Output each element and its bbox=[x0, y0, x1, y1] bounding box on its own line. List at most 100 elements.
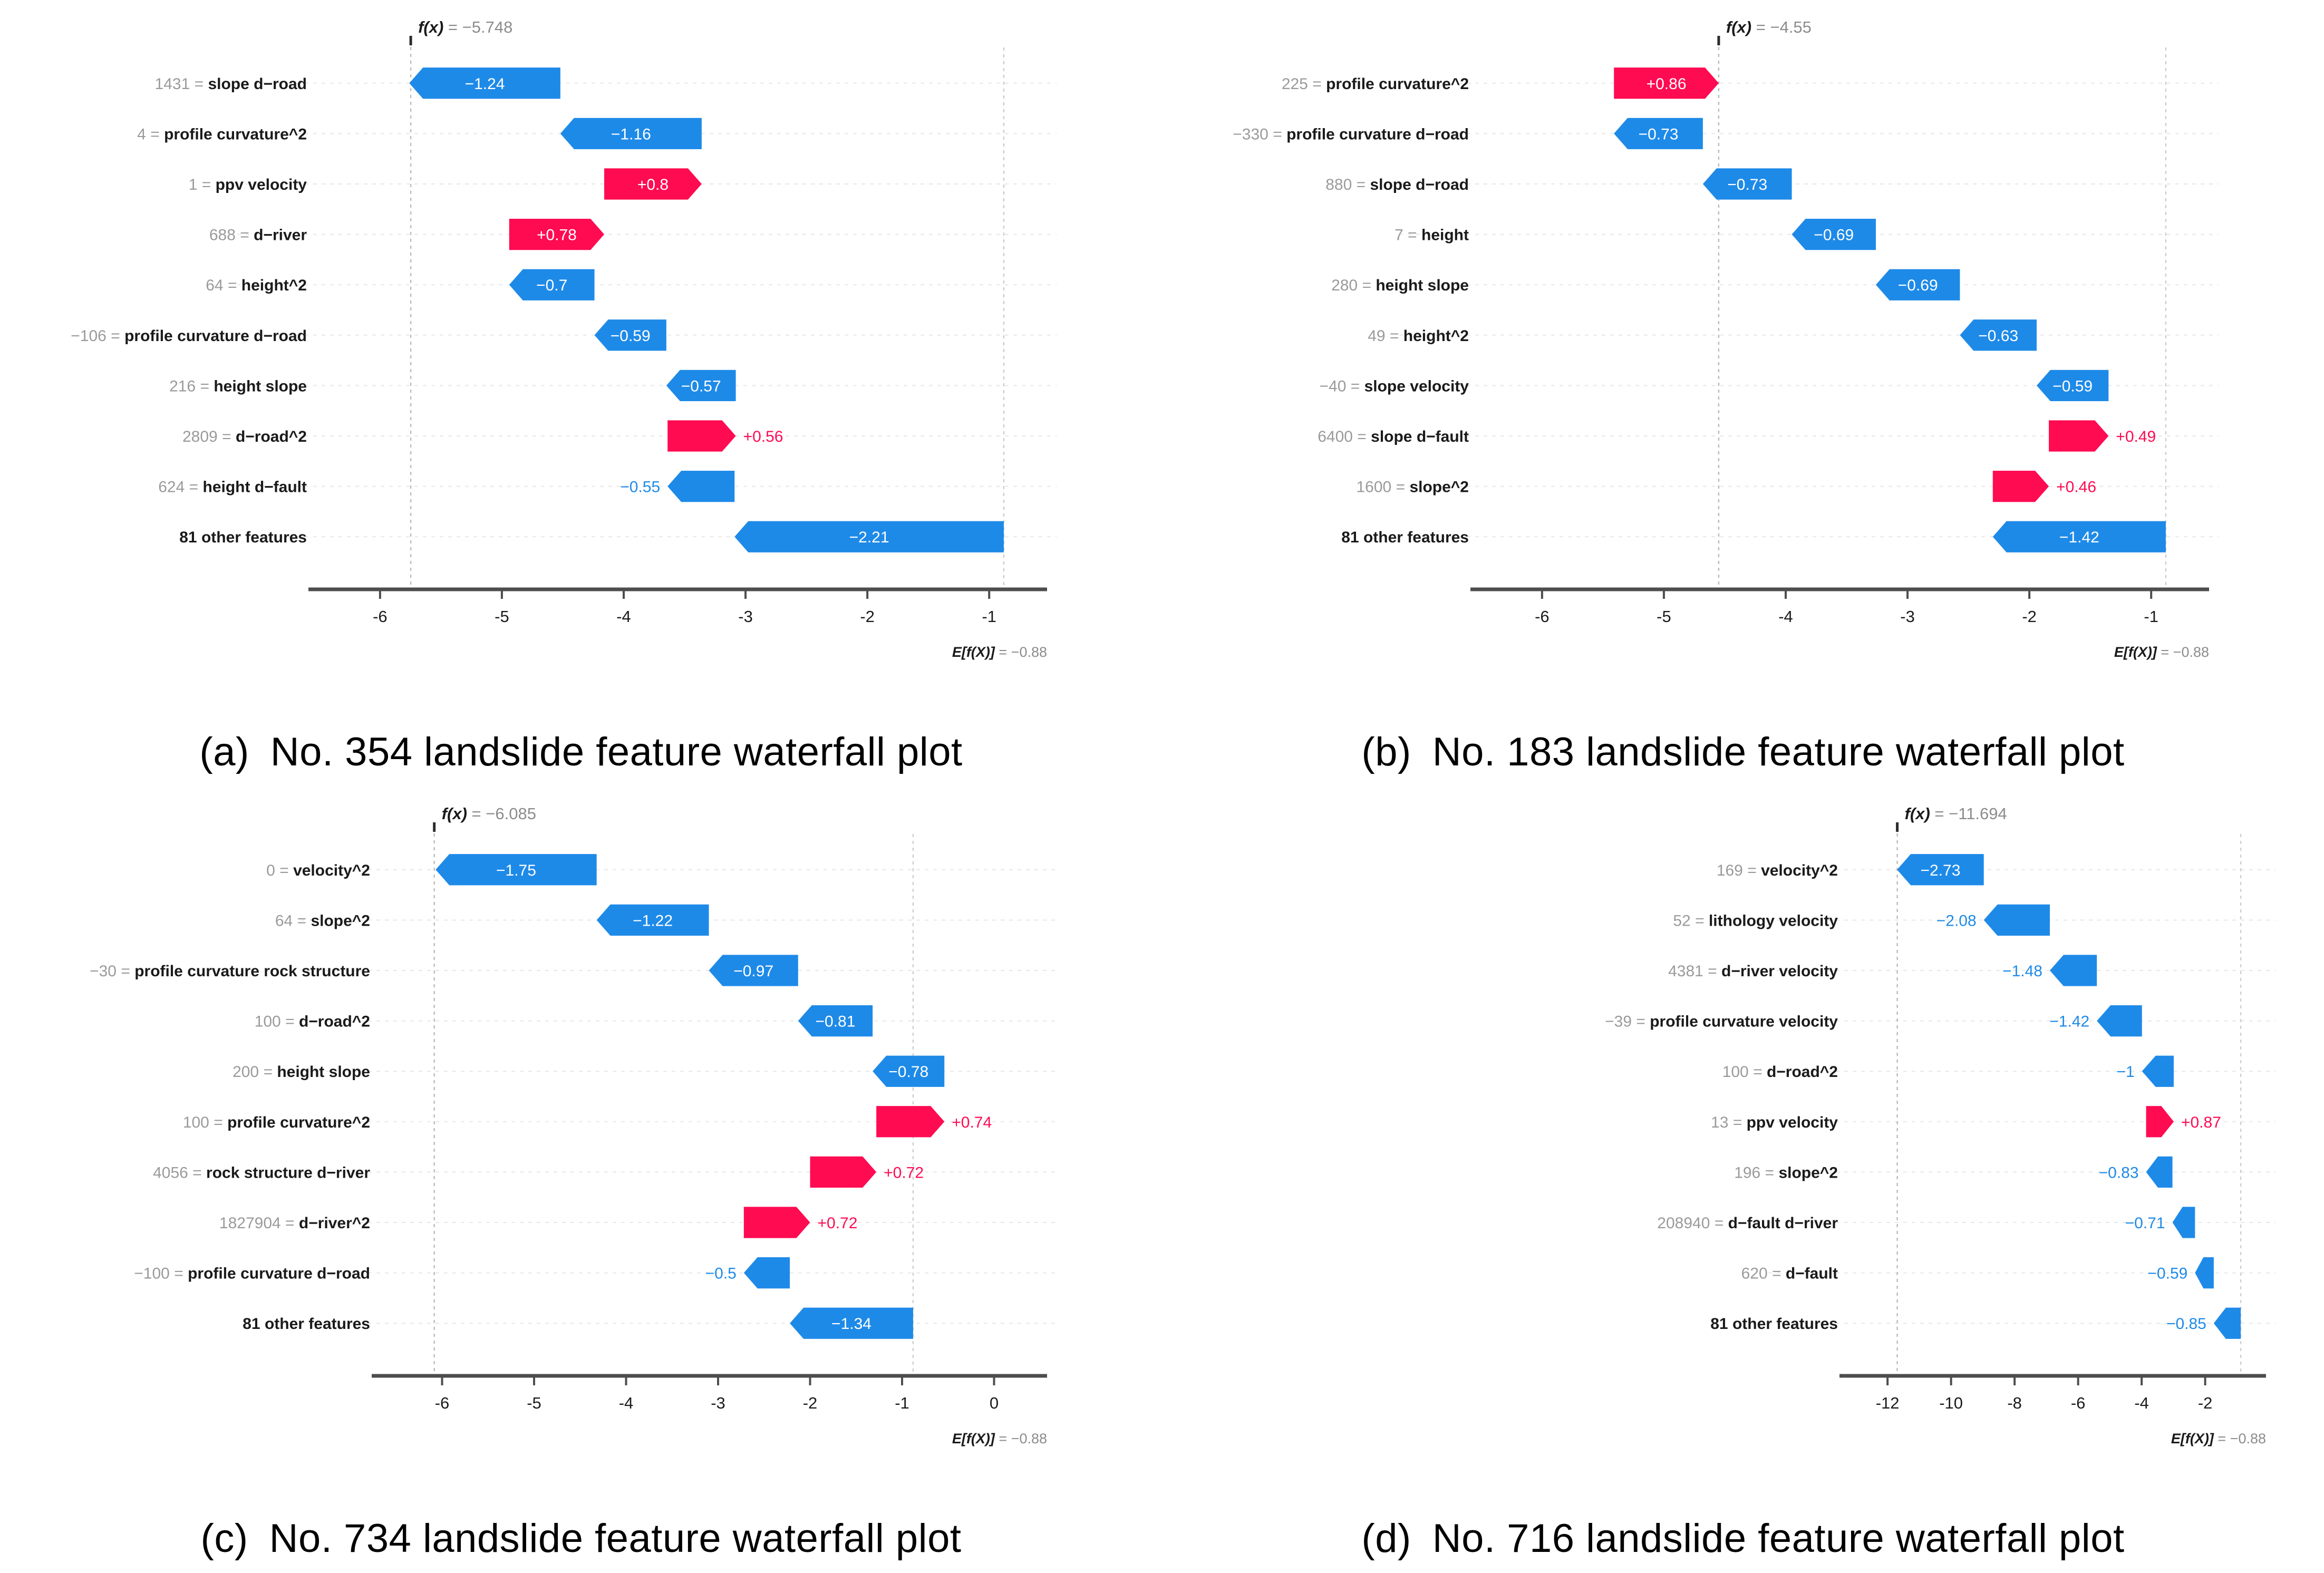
shap-waterfall-plot-a: −1.24−1.16+0.8+0.78−0.7−0.59−0.57+0.56−0… bbox=[0, 0, 1162, 685]
waterfall-bar bbox=[1875, 269, 1960, 300]
waterfall-bar bbox=[2036, 370, 2109, 402]
expected-value-annotation: E[f(X)] = −0.88 bbox=[952, 644, 1047, 660]
waterfall-bar bbox=[2097, 1005, 2142, 1037]
caption-tag-d: (d) bbox=[1361, 1516, 1411, 1561]
shap-waterfall-plot-c: −1.75−1.22−0.97−0.81−0.78+0.74+0.72+0.72… bbox=[0, 787, 1162, 1472]
bar-value-label: −0.81 bbox=[816, 1013, 856, 1031]
feature-label-group: 0 = velocity^264 = slope^2−30 = profile … bbox=[90, 862, 370, 1333]
feature-label: −100 = profile curvature d−road bbox=[134, 1265, 370, 1283]
x-axis-tick-label: -6 bbox=[1535, 607, 1550, 626]
waterfall-bar bbox=[2146, 1156, 2173, 1188]
feature-label: 620 = d−fault bbox=[1741, 1265, 1838, 1283]
feature-label: −39 = profile curvature velocity bbox=[1605, 1013, 1838, 1031]
caption-tag-c: (c) bbox=[200, 1516, 248, 1561]
x-axis-tick-label: -4 bbox=[1778, 607, 1793, 626]
feature-label: 280 = height slope bbox=[1331, 277, 1469, 294]
bar-group: −1.24−1.16+0.8+0.78−0.7−0.59−0.57+0.56−0… bbox=[409, 67, 1004, 552]
panel-a: −1.24−1.16+0.8+0.78−0.7−0.59−0.57+0.56−0… bbox=[0, 0, 1162, 787]
waterfall-bar bbox=[1614, 67, 1719, 99]
bar-value-label: −0.85 bbox=[2166, 1315, 2206, 1333]
x-axis: -6-5-4-3-2-1 bbox=[308, 587, 1047, 626]
x-axis-tick-label: -12 bbox=[1876, 1394, 1900, 1412]
x-axis-tick-label: -5 bbox=[1657, 607, 1671, 626]
expected-value-annotation: E[f(X)] = −0.88 bbox=[2114, 644, 2209, 660]
x-axis-tick-label: -2 bbox=[803, 1394, 818, 1412]
waterfall-bar bbox=[734, 521, 1004, 552]
x-axis: -6 -5 -4 -3 -2 -1 bbox=[1470, 587, 2209, 626]
bar-value-label: −0.59 bbox=[2052, 377, 2093, 395]
bar-value-label: −0.59 bbox=[611, 327, 651, 345]
bar-value-label: −1.24 bbox=[465, 75, 505, 93]
fx-annotation-text: f(x) = −4.55 bbox=[1726, 18, 1812, 36]
feature-label: 81 other features bbox=[1341, 529, 1469, 546]
panel-caption-d: (d)No. 716 landslide feature waterfall p… bbox=[1162, 1516, 2324, 1561]
waterfall-bar bbox=[604, 168, 702, 200]
x-axis-tick-label: -5 bbox=[495, 607, 509, 626]
feature-label-group: 225 = profile curvature^2−330 = profile … bbox=[1233, 75, 1469, 546]
caption-tag-b: (b) bbox=[1361, 730, 1411, 774]
x-axis-tick-label: -6 bbox=[373, 607, 388, 626]
x-axis-tick-label: -4 bbox=[619, 1394, 634, 1412]
x-axis: -12-10-8-6-4-2 bbox=[1839, 1374, 2266, 1412]
shap-waterfall-plot-d: −2.73−2.08−1.48−1.42−1+0.87−0.83−0.71−0.… bbox=[1162, 787, 2324, 1472]
expected-value-annotation: E[f(X)] = −0.88 bbox=[952, 1431, 1047, 1446]
feature-label: 169 = velocity^2 bbox=[1717, 862, 1838, 879]
waterfall-bar bbox=[743, 1257, 790, 1289]
bar-value-label: −1.48 bbox=[2002, 963, 2042, 980]
feature-label: 81 other features bbox=[179, 529, 307, 546]
waterfall-bar bbox=[1960, 319, 2037, 351]
bar-value-label: −0.69 bbox=[1814, 227, 1854, 244]
panel-b: +0.86−0.73−0.73−0.69−0.69−0.63−0.59+0.49… bbox=[1162, 0, 2324, 787]
feature-label: 49 = height^2 bbox=[1368, 327, 1469, 345]
expected-value-text: E[f(X)] = −0.88 bbox=[2171, 1431, 2266, 1446]
waterfall-bar bbox=[1897, 854, 1984, 886]
x-axis-tick-label: -8 bbox=[2007, 1394, 2022, 1412]
bar-value-label: −0.7 bbox=[536, 277, 567, 294]
x-axis-tick-label: -3 bbox=[738, 607, 753, 626]
waterfall-bar bbox=[1992, 470, 2049, 502]
waterfall-bar bbox=[594, 319, 666, 351]
waterfall-bar bbox=[2146, 1106, 2174, 1138]
bar-value-label: −1.42 bbox=[2059, 529, 2099, 546]
x-axis-tick-label: -2 bbox=[2022, 607, 2037, 626]
bar-group: +0.86−0.73−0.73−0.69−0.69−0.63−0.59+0.49… bbox=[1614, 67, 2166, 552]
feature-label: 81 other features bbox=[1710, 1315, 1838, 1333]
feature-label: 208940 = d−fault d−river bbox=[1657, 1215, 1838, 1232]
feature-label: −40 = slope velocity bbox=[1319, 377, 1469, 395]
bar-value-label: −0.59 bbox=[2147, 1265, 2187, 1283]
feature-label: −330 = profile curvature d−road bbox=[1233, 125, 1469, 143]
x-axis-tick-label: -3 bbox=[1900, 607, 1915, 626]
feature-label: 624 = height d−fault bbox=[158, 479, 307, 496]
x-axis-tick-label: -1 bbox=[2144, 607, 2158, 626]
fx-annotation: f(x) = −6.085 bbox=[442, 804, 536, 823]
waterfall-bar bbox=[798, 1005, 873, 1037]
waterfall-bar bbox=[667, 470, 735, 502]
feature-label: 4381 = d−river velocity bbox=[1668, 963, 1838, 980]
feature-label: 100 = d−road^2 bbox=[255, 1013, 370, 1031]
feature-label: 100 = d−road^2 bbox=[1722, 1063, 1838, 1081]
feature-label: 13 = ppv velocity bbox=[1711, 1114, 1838, 1131]
bar-value-label: −1 bbox=[2117, 1063, 2135, 1081]
feature-label: 4 = profile curvature^2 bbox=[137, 125, 307, 143]
bar-value-label: +0.87 bbox=[2181, 1114, 2221, 1131]
bar-value-label: +0.8 bbox=[637, 176, 669, 193]
waterfall-bar bbox=[873, 1055, 945, 1087]
bar-value-label: −2.21 bbox=[849, 529, 889, 546]
caption-tag-a: (a) bbox=[199, 730, 249, 774]
expected-value-text: E[f(X)] = −0.88 bbox=[952, 1431, 1047, 1446]
feature-label: 4056 = rock structure d−river bbox=[153, 1164, 370, 1181]
feature-label: −30 = profile curvature rock structure bbox=[90, 963, 370, 980]
feature-label-group: 169 = velocity^252 = lithology velocity4… bbox=[1605, 862, 1838, 1333]
fx-annotation: f(x) = −11.694 bbox=[1905, 804, 2007, 823]
feature-label: 196 = slope^2 bbox=[1734, 1164, 1838, 1181]
caption-text-b: No. 183 landslide feature waterfall plot bbox=[1432, 730, 2125, 774]
waterfall-bar bbox=[810, 1156, 877, 1188]
waterfall-bar bbox=[2195, 1257, 2214, 1289]
bar-value-label: −0.63 bbox=[1978, 327, 2018, 345]
feature-label: 1827904 = d−river^2 bbox=[219, 1215, 370, 1232]
waterfall-bar bbox=[709, 955, 798, 986]
feature-label: 0 = velocity^2 bbox=[266, 862, 370, 879]
